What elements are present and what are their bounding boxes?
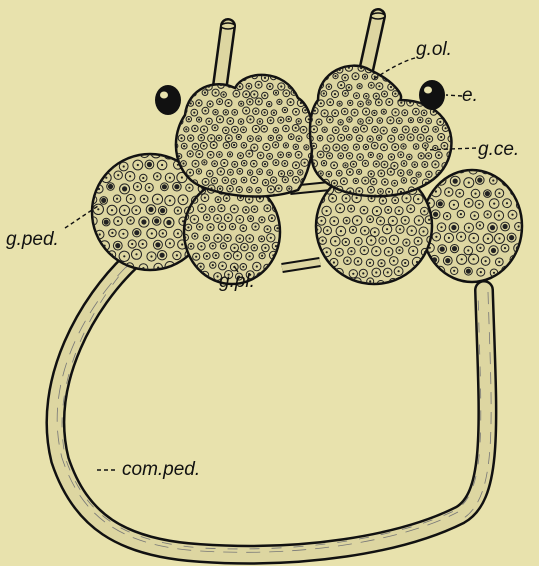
cerebral-ganglion-right	[300, 56, 460, 204]
pedal-ganglion-right	[417, 164, 525, 282]
label-pedal-commissure: com.ped.	[122, 460, 200, 479]
pedal-commissure	[55, 260, 491, 555]
eye-left	[155, 85, 181, 115]
label-cerebral-ganglion: g.ce.	[478, 140, 519, 159]
eye-right	[419, 80, 445, 110]
label-optic-ganglion: g.ol.	[416, 40, 452, 59]
label-pedal-ganglion: g.ped.	[6, 230, 59, 249]
label-eye: e.	[462, 86, 478, 105]
label-pleural-ganglion: g.pl.	[219, 272, 255, 291]
